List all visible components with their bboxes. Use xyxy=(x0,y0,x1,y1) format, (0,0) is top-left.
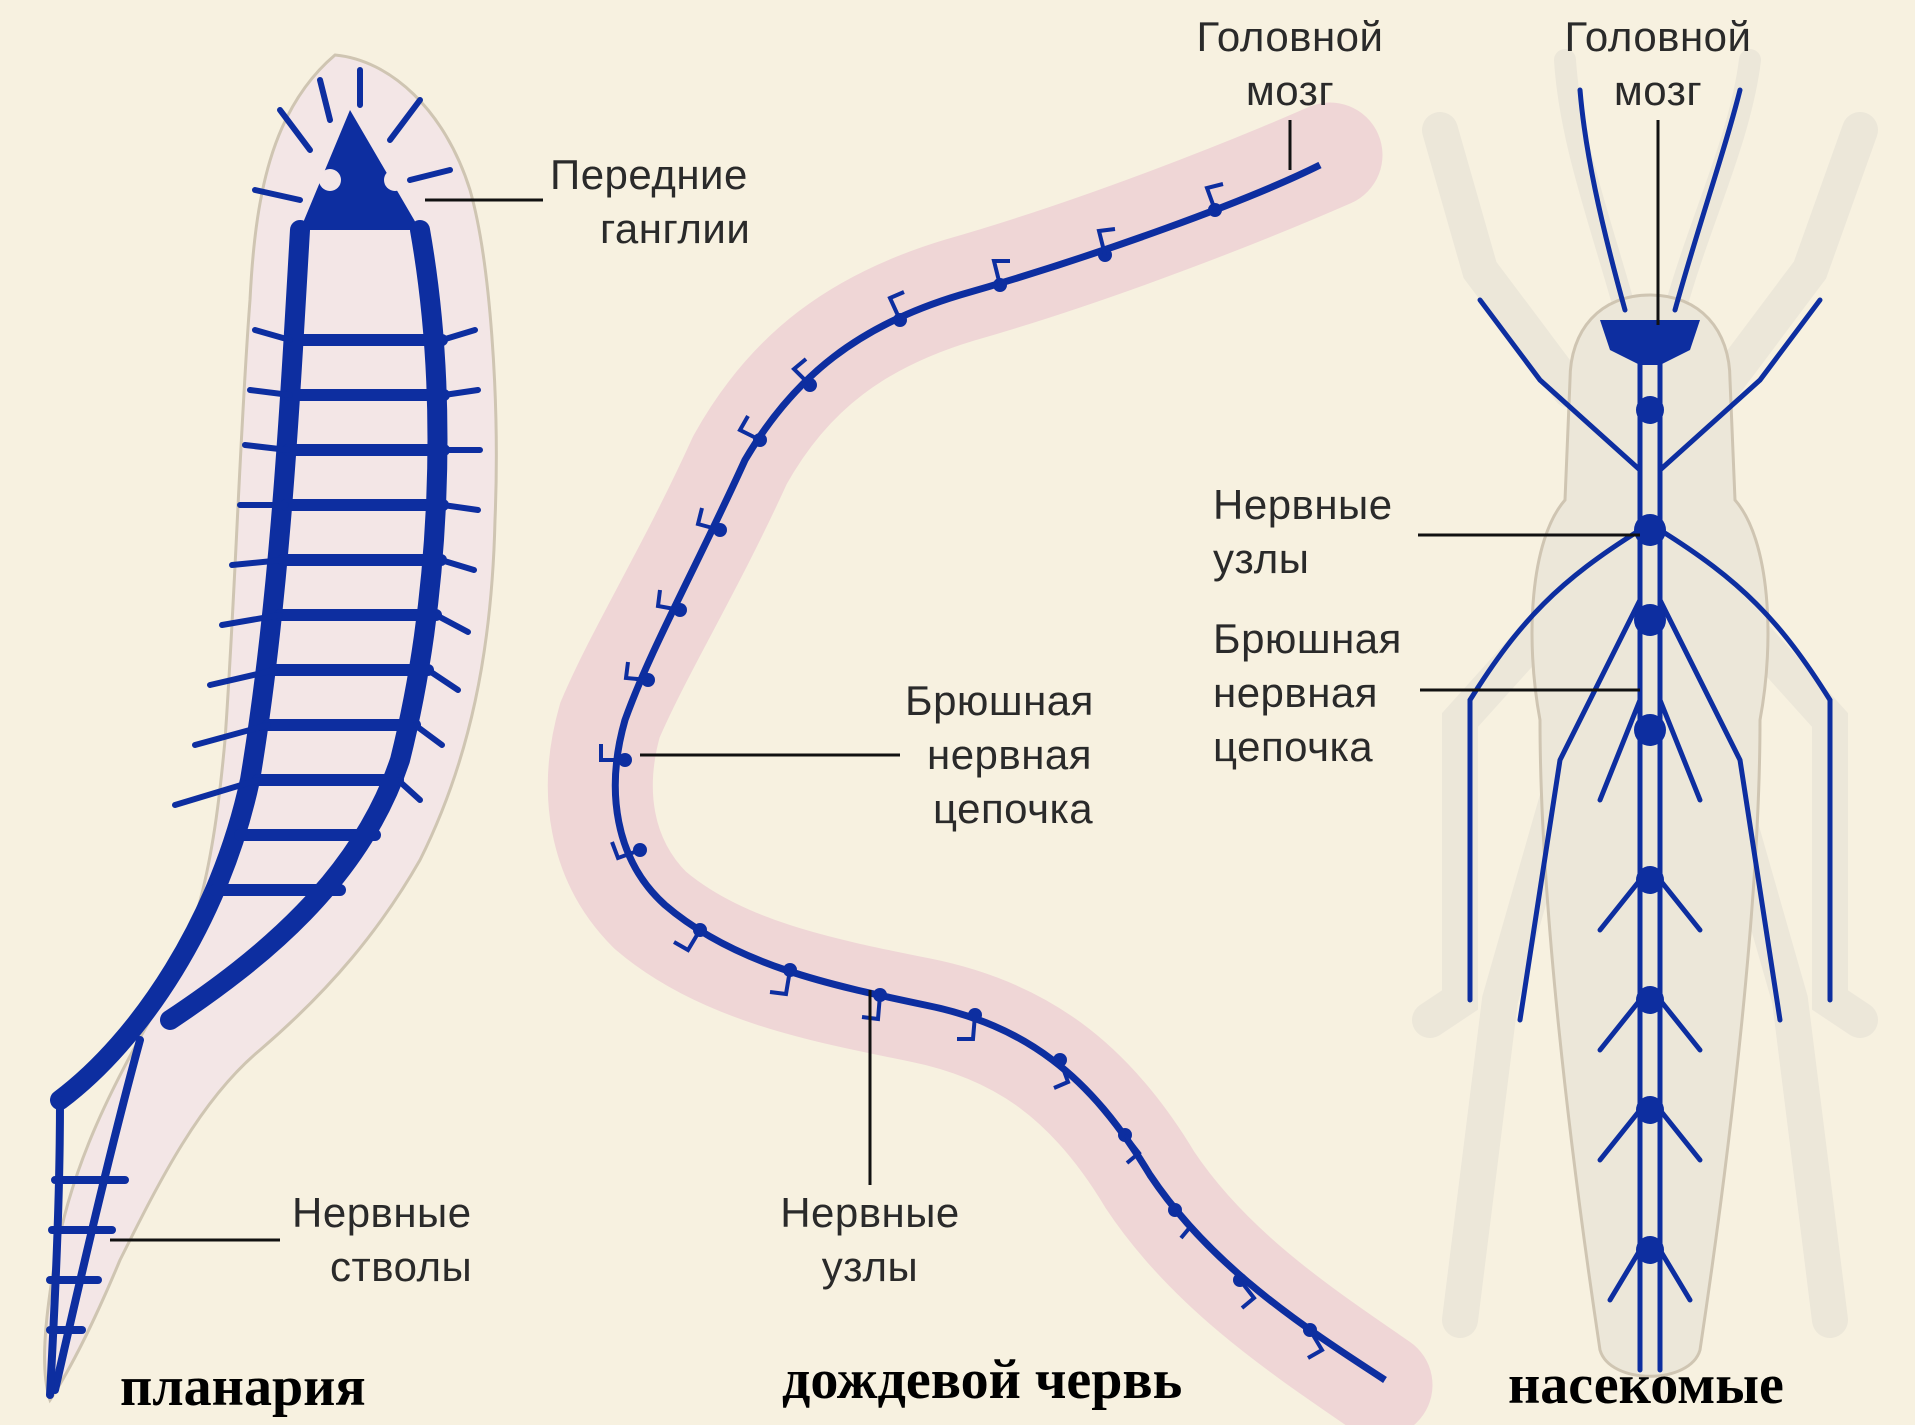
label-insect-ventral-chain-line3: цепочка xyxy=(1213,720,1402,774)
label-nerve-trunks-line2: стволы xyxy=(292,1240,472,1294)
label-anterior-ganglia: Передние ганглии xyxy=(550,148,750,256)
label-nerve-trunks-line1: Нервные xyxy=(292,1186,472,1240)
caption-insect: насекомые xyxy=(1508,1353,1784,1417)
label-worm-ventral-chain-line2: нервная xyxy=(905,728,1094,782)
planaria-eye-right xyxy=(384,169,406,191)
label-insect-ventral-chain-line1: Брюшная xyxy=(1213,612,1402,666)
label-insect-ganglia: Нервные узлы xyxy=(1213,478,1393,586)
label-worm-ganglia-line2: узлы xyxy=(765,1240,975,1294)
label-insect-ganglia-line1: Нервные xyxy=(1213,478,1393,532)
label-worm-brain-line2: мозг xyxy=(1180,64,1400,118)
insect-body xyxy=(1532,295,1768,1376)
label-nerve-trunks: Нервные стволы xyxy=(292,1186,472,1294)
label-worm-brain: Головной мозг xyxy=(1180,10,1400,118)
label-worm-ventral-chain-line1: Брюшная xyxy=(905,674,1094,728)
insect-figure xyxy=(1418,60,1860,1376)
label-worm-ganglia-line1: Нервные xyxy=(765,1186,975,1240)
planaria-eye-left xyxy=(319,169,341,191)
label-anterior-ganglia-line2: ганглии xyxy=(550,202,750,256)
label-worm-brain-line1: Головной xyxy=(1180,10,1400,64)
label-worm-ganglia: Нервные узлы xyxy=(765,1186,975,1294)
label-insect-brain-line2: мозг xyxy=(1548,64,1768,118)
label-worm-ventral-chain: Брюшная нервная цепочка xyxy=(905,674,1094,836)
label-insect-ventral-chain: Брюшная нервная цепочка xyxy=(1213,612,1402,774)
label-insect-ventral-chain-line2: нервная xyxy=(1213,666,1402,720)
caption-earthworm: дождевой червь xyxy=(782,1348,1182,1412)
caption-planaria: планария xyxy=(120,1355,366,1419)
label-insect-brain-line1: Головной xyxy=(1548,10,1768,64)
label-insect-ganglia-line2: узлы xyxy=(1213,532,1393,586)
label-worm-ventral-chain-line3: цепочка xyxy=(905,782,1094,836)
label-anterior-ganglia-line1: Передние xyxy=(550,148,750,202)
label-insect-brain: Головной мозг xyxy=(1548,10,1768,118)
